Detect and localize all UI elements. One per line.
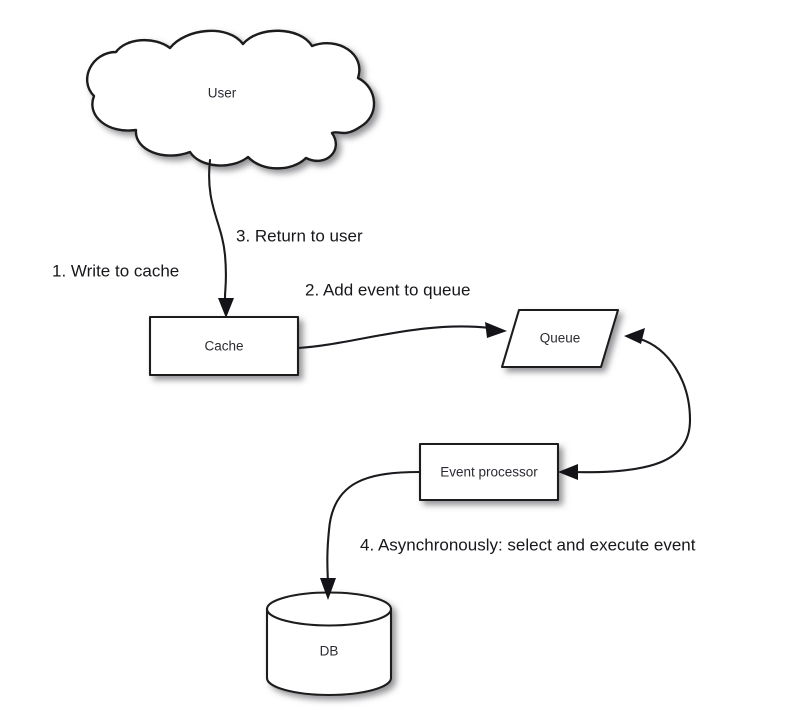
node-label-cache: Cache bbox=[204, 339, 243, 354]
edge-processor-to-db-line bbox=[326, 470, 422, 590]
cache-shape bbox=[148, 315, 300, 377]
event-processor-shape bbox=[418, 442, 560, 502]
db-top-ellipse bbox=[265, 591, 393, 627]
node-user[interactable]: User bbox=[86, 29, 376, 170]
edge-cache-to-queue-arrowhead bbox=[485, 322, 507, 338]
edge-label-step-3: 3. Return to user bbox=[236, 226, 363, 245]
node-cache[interactable]: Cache bbox=[148, 315, 300, 377]
node-event-processor[interactable]: Event processor bbox=[418, 442, 560, 502]
node-queue[interactable]: Queue bbox=[500, 308, 620, 369]
db-body bbox=[265, 607, 393, 697]
edge-user-to-cache bbox=[208, 158, 234, 318]
queue-shape bbox=[500, 308, 620, 369]
edge-cache-to-queue bbox=[296, 322, 507, 350]
node-label-queue: Queue bbox=[540, 331, 581, 346]
edge-label-step-2: 2. Add event to queue bbox=[305, 280, 470, 299]
edge-queue-processor-loop bbox=[558, 328, 692, 480]
node-label-db: DB bbox=[320, 644, 339, 659]
node-label-event-processor: Event processor bbox=[440, 465, 538, 480]
node-db[interactable]: DB bbox=[265, 591, 393, 697]
edge-label-step-4: 4. Asynchronously: select and execute ev… bbox=[360, 535, 696, 554]
cloud-shape bbox=[86, 29, 376, 170]
edge-loop-arrowhead-processor bbox=[558, 464, 578, 480]
edge-cache-to-queue-line bbox=[296, 325, 492, 350]
edge-user-to-cache-line bbox=[208, 158, 228, 310]
edge-loop-arrowhead-queue bbox=[624, 328, 645, 344]
edge-processor-to-db bbox=[320, 470, 422, 600]
edge-label-step-1: 1. Write to cache bbox=[52, 261, 179, 280]
node-label-user: User bbox=[208, 86, 237, 101]
edge-queue-processor-loop-line bbox=[568, 337, 692, 474]
edge-user-to-cache-arrowhead bbox=[218, 298, 234, 318]
edge-processor-to-db-arrowhead bbox=[320, 578, 336, 600]
